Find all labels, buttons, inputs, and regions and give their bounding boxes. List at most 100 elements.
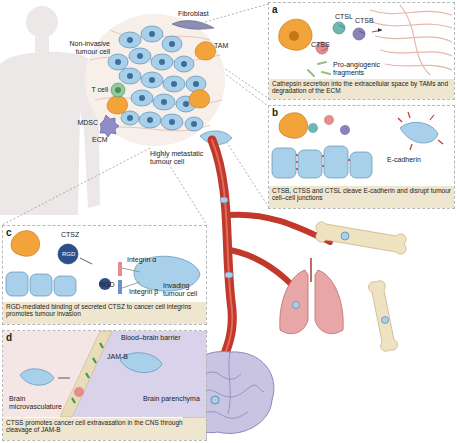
panel-b-art-shape bbox=[400, 122, 438, 143]
tumour-microenvironment-shape-shape bbox=[159, 59, 165, 65]
tumour-microenvironment-shape bbox=[107, 42, 215, 114]
panel-a-art-shape-shape bbox=[318, 62, 326, 64]
panel-letter: a bbox=[272, 4, 284, 15]
panel-b-art-shape-shape bbox=[296, 161, 298, 162]
tumour-microenvironment-shape-shape bbox=[163, 76, 185, 92]
panel-b-art-shape-shape bbox=[438, 140, 443, 144]
tumour-microenvironment-shape bbox=[100, 115, 119, 137]
panel-a-art bbox=[279, 5, 452, 76]
tumour-microenvironment-shape-shape bbox=[121, 111, 139, 125]
panel-b-art-shape-shape bbox=[296, 154, 298, 155]
figure-label: Non-invasive tumour cell bbox=[60, 40, 110, 55]
blood-vessel-shape bbox=[228, 215, 330, 242]
panel-a-art-shape-shape bbox=[385, 64, 452, 70]
tumour-microenvironment-shape bbox=[85, 14, 225, 146]
panel-c-art-shape-shape bbox=[6, 272, 28, 296]
panel-d-art-shape bbox=[60, 331, 112, 417]
tumour-microenvironment-shape-shape bbox=[169, 41, 175, 47]
panel-c-art-shape bbox=[80, 258, 92, 264]
leader-line-shape bbox=[2, 148, 150, 225]
panel-b-art-shape bbox=[279, 113, 307, 139]
panel-b-art-shape-shape bbox=[408, 112, 410, 118]
panel-d-art-shape-shape bbox=[93, 358, 96, 363]
tumour-microenvironment-shape-shape bbox=[149, 31, 155, 37]
brain-shape bbox=[211, 396, 219, 404]
panel-label: RGD bbox=[99, 281, 119, 289]
figure-label: Highly metastatic tumour cell bbox=[150, 150, 206, 165]
bone-shape bbox=[382, 317, 389, 324]
panel-letter: b bbox=[272, 107, 284, 118]
panel-c-art-shape bbox=[11, 231, 39, 257]
tumour-microenvironment-shape-shape bbox=[181, 61, 187, 67]
panel-label: Blood–brain barrier bbox=[121, 334, 206, 342]
tumour-microenvironment-shape-shape bbox=[193, 81, 199, 87]
panel-b-art-shape-shape bbox=[410, 144, 412, 150]
panel-a-art-shape-shape bbox=[322, 72, 330, 74]
bone-shape bbox=[341, 232, 349, 240]
panel-a-art-shape-shape bbox=[400, 5, 430, 75]
tumour-microenvironment-shape-shape bbox=[151, 54, 173, 70]
panel-b-art-shape-shape bbox=[272, 148, 296, 178]
tumour-microenvironment-shape-shape bbox=[115, 59, 121, 65]
panel-a-art-shape bbox=[308, 62, 330, 76]
panel-c-art-shape bbox=[122, 268, 140, 288]
panel-d-art-shape-shape bbox=[100, 343, 103, 348]
lungs-shape bbox=[315, 270, 343, 334]
panel-box: aCTSLCTSSCTSBPro-angiogenic fragmentsCat… bbox=[268, 2, 455, 100]
panel-b-art-shape bbox=[296, 155, 350, 169]
bone bbox=[316, 222, 406, 351]
panel-b-art-shape-shape bbox=[324, 146, 348, 178]
panel-c-art-shape-shape bbox=[30, 274, 52, 296]
blood-vessel-shape bbox=[212, 140, 232, 362]
panel-b-art-shape-shape bbox=[430, 115, 434, 120]
tumour-microenvironment-shape-shape bbox=[171, 81, 177, 87]
tumour-microenvironment-shape-shape bbox=[153, 94, 175, 110]
panel-label: CTSB bbox=[355, 17, 379, 25]
panel-b-art-shape bbox=[340, 125, 350, 135]
panel-b-art-shape-shape bbox=[398, 118, 402, 122]
panel-label: Brain parenchyma bbox=[143, 395, 203, 403]
panel-c-art-shape bbox=[118, 262, 122, 276]
tumour-microenvironment-shape-shape bbox=[141, 26, 163, 42]
tumour-microenvironment-shape bbox=[115, 87, 121, 93]
human-silhouette-shape bbox=[0, 52, 100, 215]
panel-label: E-cadherin bbox=[387, 156, 437, 164]
panel-a-art-shape bbox=[353, 28, 365, 40]
blood-vessel-shape bbox=[230, 250, 292, 285]
panel-b-art-shape-shape bbox=[348, 159, 350, 160]
panel-label: JAM-B bbox=[107, 353, 137, 361]
brain-shape-shape bbox=[228, 352, 230, 414]
blood-vessel-shape bbox=[225, 272, 233, 278]
panel-b-art-shape-shape bbox=[322, 165, 324, 166]
caption-band: Cathepsin secretion into the extracellul… bbox=[269, 79, 454, 99]
tumour-microenvironment-shape-shape bbox=[107, 96, 127, 114]
caption-band: CTSS promotes cancer cell extravasation … bbox=[3, 418, 206, 440]
tumour-microenvironment-shape-shape bbox=[129, 48, 151, 64]
tumour-microenvironment-shape bbox=[115, 31, 199, 127]
panel-box: bE-cadherinCTSB, CTSS and CTSL cleave E-… bbox=[268, 105, 455, 209]
panel-b-art-shape bbox=[308, 123, 318, 133]
panel-c-art-shape bbox=[118, 280, 122, 294]
panel-box: dBlood–brain barrierJAM-BBrain microvasc… bbox=[2, 330, 207, 441]
tumour-microenvironment-shape-shape bbox=[174, 56, 194, 72]
leader-line-shape bbox=[220, 70, 268, 106]
panel-label: RGD bbox=[62, 251, 82, 258]
panel-d-art-shape-shape bbox=[86, 373, 89, 378]
tumour-microenvironment-shape-shape bbox=[119, 68, 141, 84]
panel-a-art-shape bbox=[378, 28, 382, 32]
tumour-microenvironment-shape-shape bbox=[149, 77, 155, 83]
tumour-microenvironment-shape bbox=[108, 26, 206, 131]
caption-text: Cathepsin secretion into the extracellul… bbox=[272, 80, 451, 95]
panel-box: cCTSZRGDIntegrin αIntegrin βRGDInvading … bbox=[2, 225, 207, 325]
tumour-microenvironment-shape-shape bbox=[169, 119, 175, 125]
panel-b-art-shape bbox=[272, 146, 372, 178]
panel-label: Brain microvasculature bbox=[9, 395, 69, 410]
tumour-microenvironment-shape bbox=[172, 21, 214, 30]
panel-label: Integrin α bbox=[127, 256, 167, 264]
tumour-microenvironment-shape-shape bbox=[147, 117, 153, 123]
panel-d-art-shape bbox=[58, 378, 70, 379]
caption-text: RGD-mediated binding of secreted CTSZ to… bbox=[6, 303, 203, 318]
caption-band: CTSB, CTSS and CTSL cleave E-cadherin an… bbox=[269, 186, 454, 208]
caption-band: RGD-mediated binding of secreted CTSZ to… bbox=[3, 302, 206, 324]
panel-b-art-shape-shape bbox=[296, 168, 298, 169]
